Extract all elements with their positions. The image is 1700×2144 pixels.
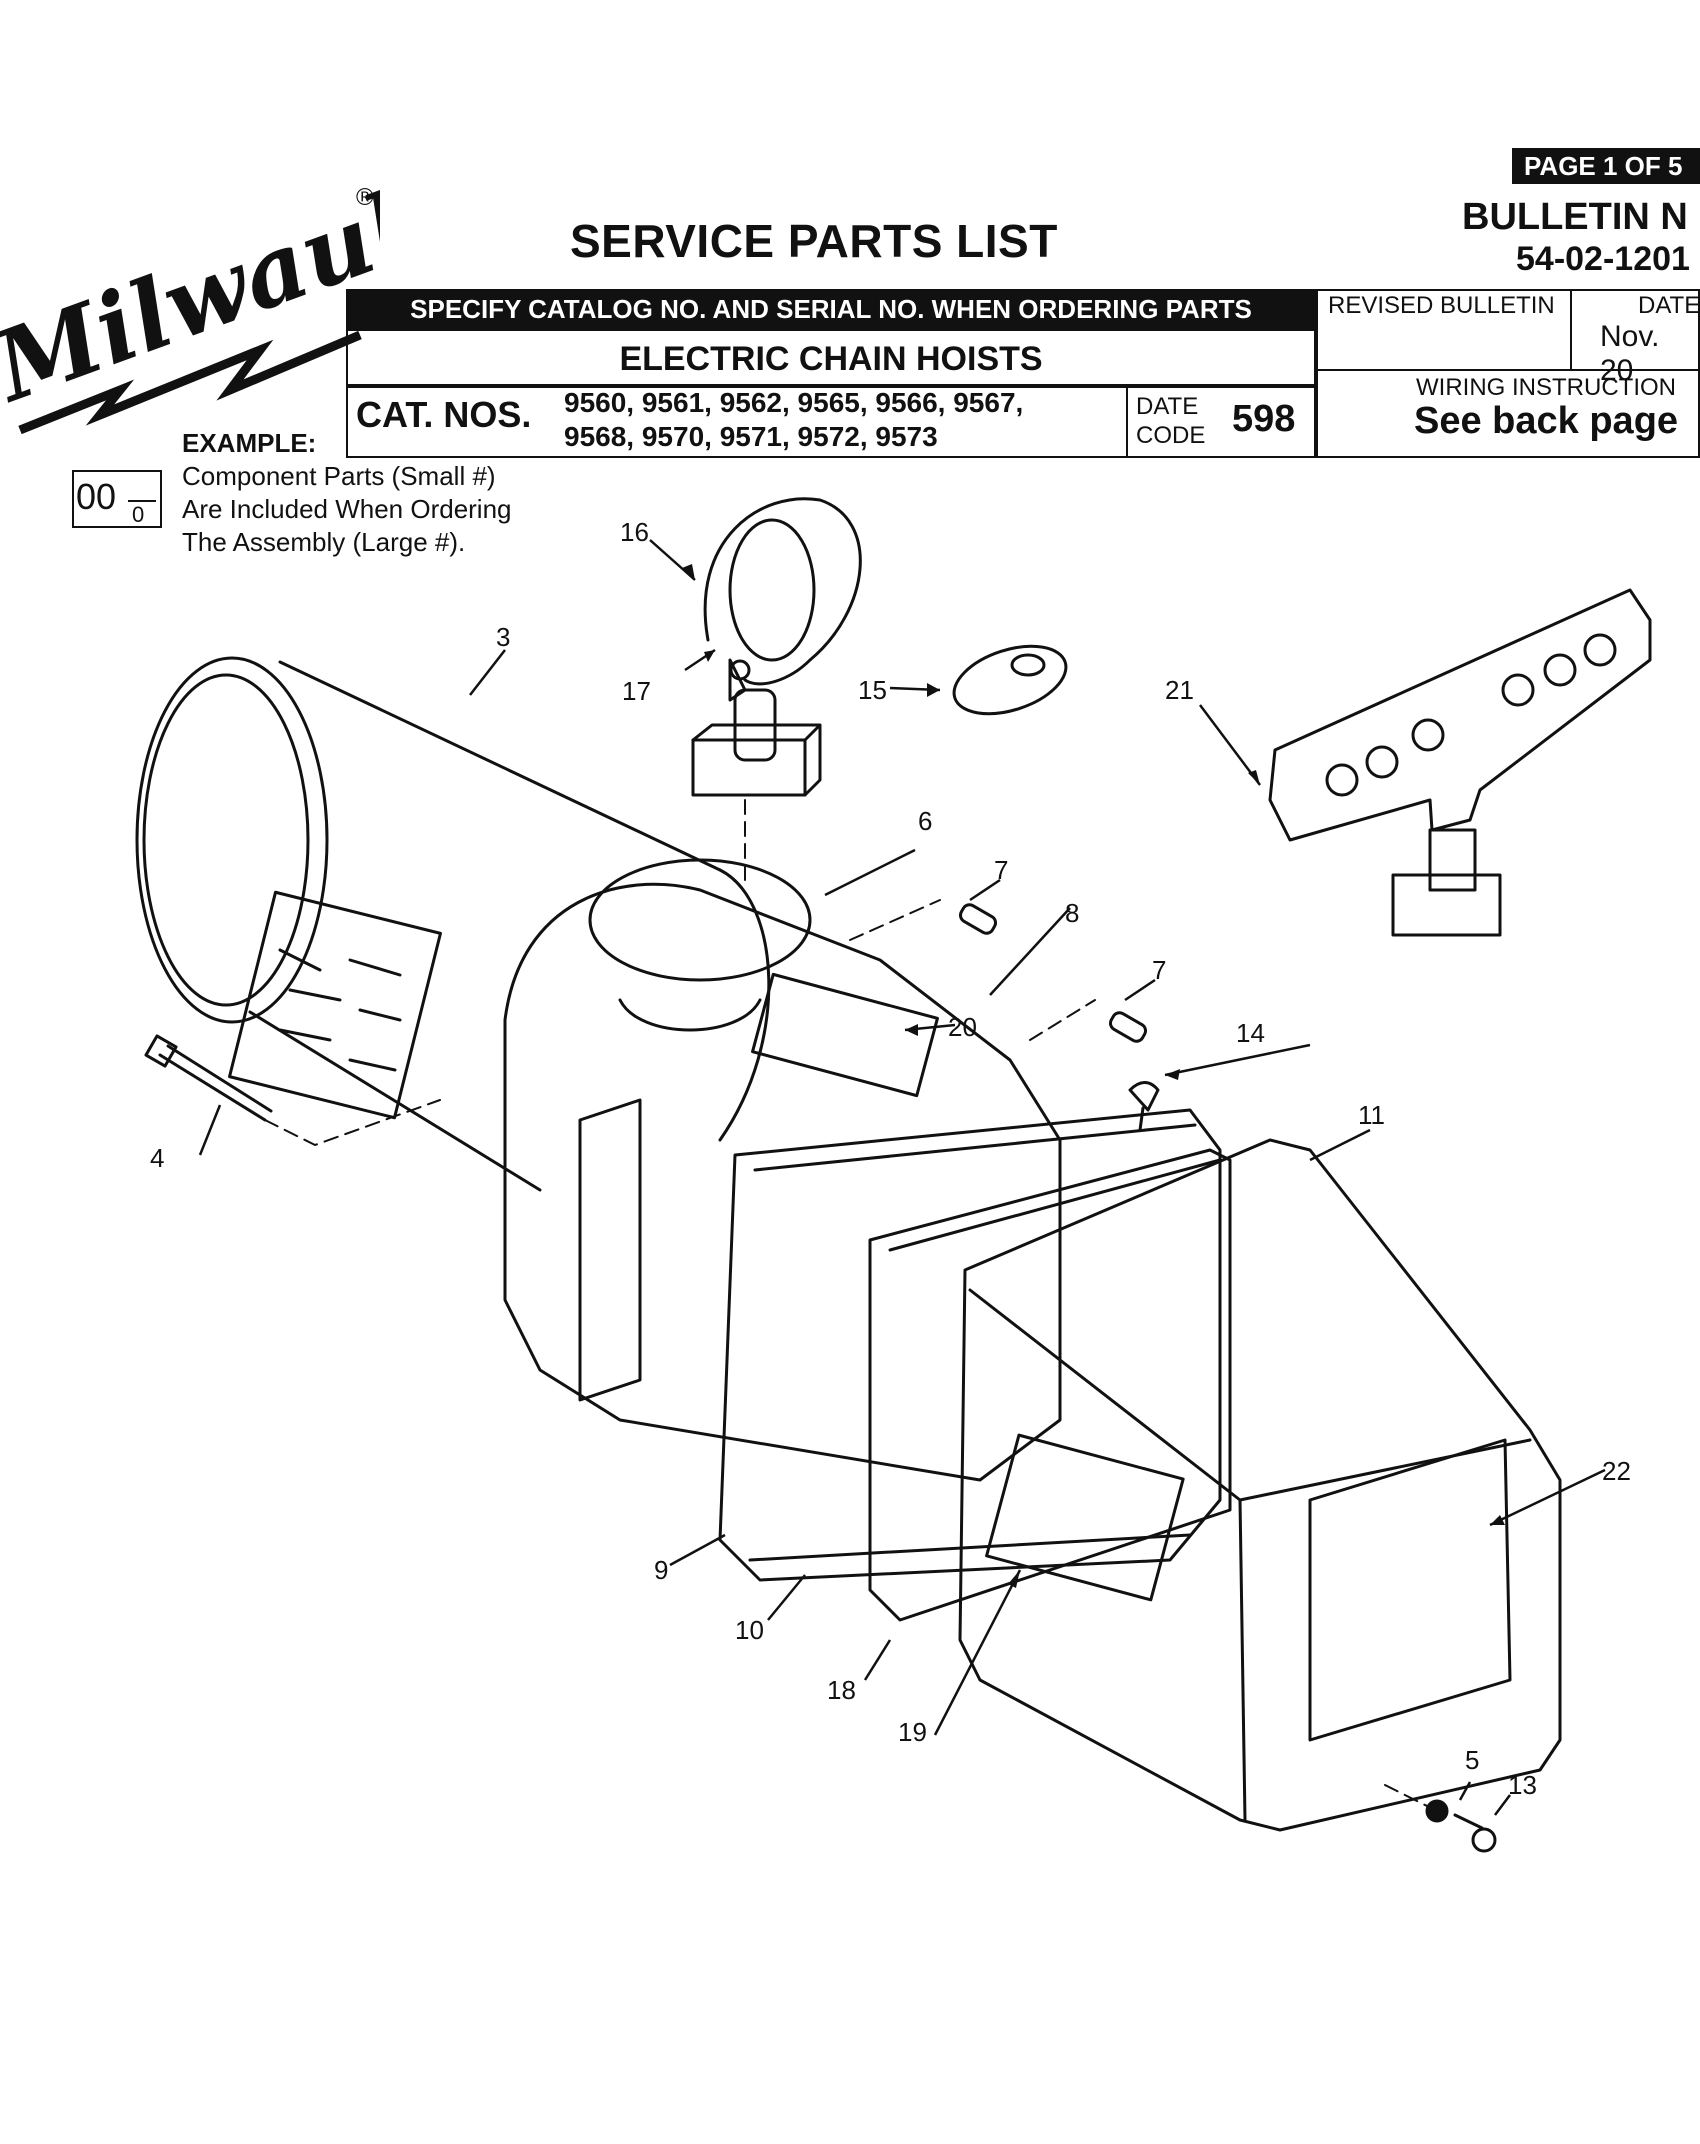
example-divider <box>128 500 156 502</box>
gear-housing <box>503 858 1062 1482</box>
wiring-instruction-value: See back page <box>1414 400 1679 442</box>
example-text-line-3: The Assembly (Large #). <box>182 527 466 557</box>
screws-and-pins <box>144 903 1497 1853</box>
callout-22: 22 <box>1602 1456 1631 1486</box>
arrow-heads <box>682 564 1505 1588</box>
catalog-row <box>346 386 1316 458</box>
date-value: Nov. 20 <box>1600 320 1660 387</box>
gasket-and-bodies <box>718 1108 1232 1622</box>
callout-13: 13 <box>1508 1770 1537 1800</box>
example-label: EXAMPLE: <box>182 428 317 458</box>
bulletin-label: BULLETIN N <box>1462 196 1688 238</box>
callout-11: 11 <box>1358 1100 1385 1130</box>
callout-18: 18 <box>827 1675 856 1705</box>
specify-bar: SPECIFY CATALOG NO. AND SERIAL NO. WHEN … <box>346 289 1316 329</box>
callout-20: 20 <box>948 1012 977 1042</box>
wiring-instruction-label: WIRING INSTRUCTION <box>1416 374 1676 401</box>
page-title: SERVICE PARTS LIST <box>570 215 1058 267</box>
date-code-label: DATE CODE <box>1136 392 1205 450</box>
date-code-label-1: DATE <box>1136 393 1199 420</box>
callout-14: 14 <box>1236 1018 1265 1048</box>
plate-15 <box>952 644 1068 716</box>
callout-10: 10 <box>735 1615 764 1645</box>
callout-19: 19 <box>898 1717 927 1747</box>
wiring-divider <box>1318 369 1700 371</box>
cover-11 <box>958 1138 1562 1832</box>
callout-8: 8 <box>1065 898 1080 928</box>
example-small-number: 0 <box>132 502 145 527</box>
callout-4: 4 <box>150 1143 165 1173</box>
callout-21: 21 <box>1165 675 1194 705</box>
revised-bulletin-label: REVISED BULLETIN <box>1328 292 1555 319</box>
date-code-value: 598 <box>1232 398 1296 440</box>
bulletin-number: 54-02-1201 <box>1516 240 1690 278</box>
callout-17: 17 <box>622 676 651 706</box>
cat-nos-line-1: 9560, 9561, 9562, 9565, 9566, 9567, <box>564 387 1024 418</box>
revision-divider <box>1570 291 1572 369</box>
hook-assembly <box>691 497 862 797</box>
callout-9: 9 <box>654 1555 669 1585</box>
product-name: ELECTRIC CHAIN HOISTS <box>346 329 1316 386</box>
callout-6: 6 <box>918 806 933 836</box>
motor-assembly <box>135 656 771 1192</box>
cat-nos-values: 9560, 9561, 9562, 9565, 9566, 9567, 9568… <box>564 386 1023 454</box>
callout-3: 3 <box>496 622 511 652</box>
example-text-line-2: Are Included When Ordering <box>182 494 512 524</box>
date-code-cell <box>1126 386 1318 458</box>
cat-nos-label: CAT. NOS. <box>356 394 532 435</box>
callout-7b: 7 <box>1152 955 1167 985</box>
cat-nos-line-2: 9568, 9570, 9571, 9572, 9573 <box>564 421 938 452</box>
callout-5: 5 <box>1465 1745 1480 1775</box>
assembly-lines <box>264 799 1438 1812</box>
callout-15: 15 <box>858 675 887 705</box>
date-label: DATE <box>1638 292 1700 319</box>
leader-lines <box>198 539 1606 1816</box>
callout-16: 16 <box>620 517 649 547</box>
page-badge: PAGE 1 OF 5 <box>1512 148 1700 184</box>
example-text: Component Parts (Small #) Are Included W… <box>182 460 512 559</box>
callout-7a: 7 <box>994 855 1009 885</box>
example-text-line-1: Component Parts (Small #) <box>182 461 496 491</box>
example-box <box>72 470 162 528</box>
example-large-number: 00 <box>76 476 117 517</box>
trolley-bar-21 <box>1268 588 1652 937</box>
registered-mark: ® <box>356 184 374 211</box>
revision-block <box>1316 289 1700 458</box>
date-code-label-2: CODE <box>1136 422 1206 449</box>
